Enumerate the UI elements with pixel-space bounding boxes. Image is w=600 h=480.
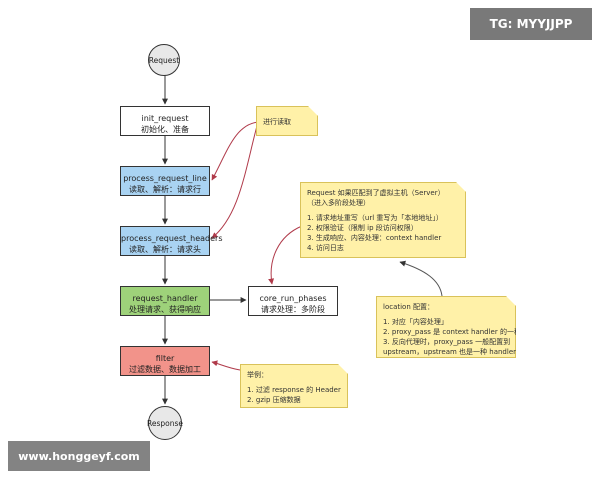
filter-example-item: 2. gzip 压缩数据 [247,396,301,404]
core-run-phases-subtitle: 请求处理：多阶段 [261,305,325,314]
process-request-headers-node: process_request_headers 读取、解析：请求头 [120,226,223,256]
request-node: Request [148,44,180,76]
filter-example-title: 举例： [247,371,268,379]
filter-title: filter [155,354,175,363]
location-note-item: 3. 反向代理时，proxy_pass 一般配置到 [383,338,511,346]
process-request-headers-title: process_request_headers [121,234,223,243]
watermark-bottom-left: www.honggeyf.com [8,441,150,471]
server-note-item: 3. 生成响应、内容处理：context handler [307,234,442,242]
curve-location-to-server [399,260,443,297]
process-request-headers-subtitle: 读取、解析：请求头 [129,245,201,254]
process-request-line-node: process_request_line 读取、解析：请求行 [120,166,210,196]
watermark-top-right: TG: MYYJJPP [470,8,592,40]
watermark-bottom-left-text: www.honggeyf.com [18,449,140,463]
request-handler-node: request_handler 处理请求、获得响应 [120,286,210,316]
location-note-item: upstream，upstream 也是一种 handler [383,348,517,356]
response-node: Response [147,406,183,440]
server-note-line2: （进入多阶段处理） [307,199,370,207]
location-note: location 配置： 1. 对应「内容处理」 2. proxy_pass 是… [376,296,516,358]
filter-subtitle: 过滤数据、数据加工 [129,365,201,374]
watermark-top-right-text: TG: MYYJJPP [489,17,573,31]
curve-read-to-line [211,121,259,181]
core-run-phases-title: core_run_phases [259,294,327,303]
request-handler-title: request_handler [132,294,198,303]
server-note-item: 1. 请求地址重写（url 重写为「本地地址」） [307,214,443,222]
location-note-title: location 配置： [383,303,434,311]
filter-example-item: 1. 过滤 response 的 Header [247,386,341,394]
process-request-line-title: process_request_line [123,174,207,183]
process-request-line-subtitle: 读取、解析：请求行 [129,185,201,194]
server-note: Request 如果匹配到了虚拟主机（Server） （进入多阶段处理） 1. … [300,182,466,258]
curve-example-to-filter [211,360,241,371]
server-note-item: 2. 权限验证（限制 ip 段访问权限） [307,224,418,232]
filter-example-note: 举例： 1. 过滤 response 的 Header 2. gzip 压缩数据 [240,364,348,408]
core-run-phases-node: core_run_phases 请求处理：多阶段 [248,286,338,316]
request-handler-subtitle: 处理请求、获得响应 [129,305,201,314]
init-request-title: init_request [141,114,189,123]
filter-node: filter 过滤数据、数据加工 [120,346,210,376]
location-note-item: 1. 对应「内容处理」 [383,318,448,326]
init-request-node: init_request 初始化、准备 [120,106,210,136]
server-note-item: 4. 访问日志 [307,244,344,252]
read-note: 进行读取 [256,106,318,136]
read-note-text: 进行读取 [263,118,291,126]
curve-server-to-phases [268,225,303,285]
location-note-item: 2. proxy_pass 是 context handler 的一种 [383,328,521,336]
curve-read-to-headers [211,121,259,239]
init-request-subtitle: 初始化、准备 [141,125,189,134]
server-note-line1: Request 如果匹配到了虚拟主机（Server） [307,189,445,197]
